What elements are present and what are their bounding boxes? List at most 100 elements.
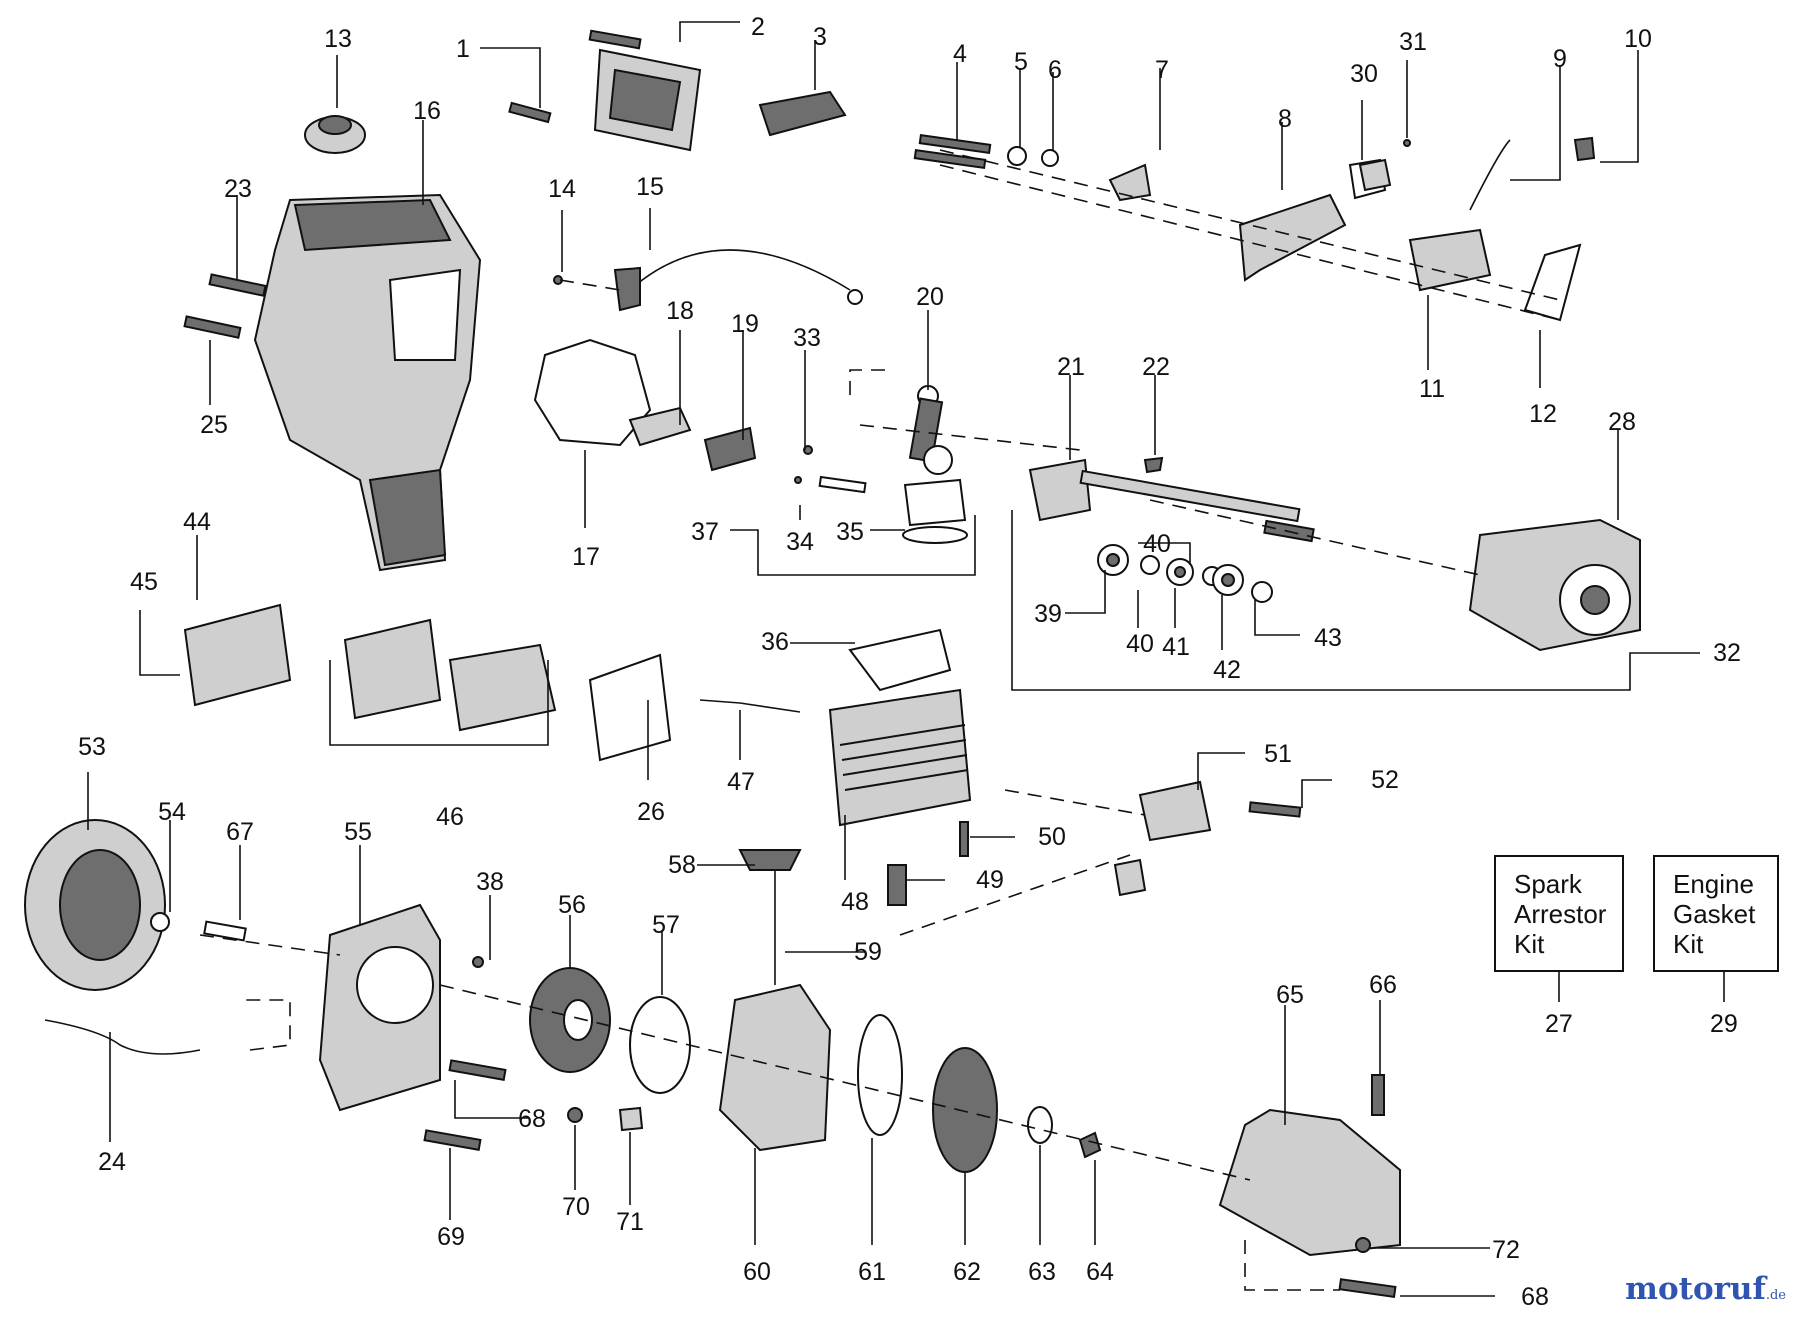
part-piston-pin [818, 475, 867, 494]
callout-55: 55 [344, 818, 372, 846]
part-fuel-cap [304, 115, 366, 154]
callout-13: 13 [324, 25, 352, 53]
leader-lines [87, 21, 1700, 1297]
callout-71: 71 [616, 1208, 644, 1236]
assembly-axes [199, 149, 1561, 1291]
callout-23: 23 [224, 175, 252, 203]
callout-19: 19 [731, 310, 759, 338]
part-nut-72 [1355, 1237, 1371, 1253]
part-carburetor-assembly [913, 134, 1596, 322]
callout-40a: 40 [1143, 530, 1171, 558]
callout-11: 11 [1419, 375, 1445, 403]
callout-41: 41 [1162, 633, 1190, 661]
spark-arrestor-kit-box: Spark Arrestor Kit [1494, 855, 1624, 972]
part-screw-50 [959, 821, 969, 857]
part-clamp [758, 90, 847, 137]
callout-18: 18 [666, 297, 694, 325]
part-starter-handle [738, 849, 802, 871]
part-washer-54 [150, 912, 170, 932]
callout-15: 15 [636, 173, 664, 201]
callout-45: 45 [130, 568, 158, 596]
callout-39: 39 [1034, 600, 1062, 628]
part-bolt-23 [208, 273, 267, 297]
engine-gasket-kit-line2: Gasket [1673, 899, 1756, 929]
callout-53: 53 [78, 733, 106, 761]
part-57 [629, 996, 691, 1094]
callout-60: 60 [743, 1258, 771, 1286]
part-spring [699, 699, 801, 713]
part-clutch [932, 1047, 998, 1173]
callout-6: 6 [1048, 56, 1062, 84]
callout-59: 59 [854, 938, 882, 966]
callout-3: 3 [813, 23, 827, 51]
callout-64: 64 [1086, 1258, 1114, 1286]
part-drive-housing [1218, 1108, 1401, 1257]
callout-33: 33 [793, 324, 821, 352]
part-19 [703, 426, 757, 472]
callout-43: 43 [1314, 624, 1342, 652]
callout-42: 42 [1213, 656, 1241, 684]
part-bearings [1097, 544, 1273, 603]
part-crankshaft [1028, 458, 1315, 543]
part-71 [618, 1106, 644, 1132]
callout-12: 12 [1529, 400, 1557, 428]
callout-24: 24 [98, 1148, 126, 1176]
part-shapes [24, 29, 1641, 1298]
callout-56: 56 [558, 891, 586, 919]
part-flywheel [24, 819, 166, 991]
callout-68b: 68 [1521, 1283, 1549, 1311]
watermark-logo: motoruf.de [1625, 1271, 1786, 1307]
part-bolt-68-lower [1338, 1278, 1397, 1298]
watermark-suffix: .de [1765, 1288, 1786, 1303]
callout-37: 37 [691, 518, 719, 546]
callout-1: 1 [456, 35, 470, 63]
part-cable [553, 249, 863, 312]
part-wire-24 [44, 1019, 201, 1055]
callout-38: 38 [476, 868, 504, 896]
callout-35: 35 [836, 518, 864, 546]
part-plug-boot [1113, 858, 1147, 897]
callout-9: 9 [1553, 45, 1567, 73]
part-31 [1403, 139, 1411, 147]
watermark-text: motoruf [1625, 1271, 1766, 1307]
callout-28: 28 [1608, 408, 1636, 436]
callout-2: 2 [751, 13, 765, 41]
callout-30: 30 [1350, 60, 1378, 88]
callout-21: 21 [1057, 353, 1085, 381]
part-cylinder [828, 688, 972, 827]
callout-4: 4 [953, 40, 967, 68]
part-crankcase [1468, 518, 1641, 652]
callout-40b: 40 [1126, 630, 1154, 658]
part-pulley [529, 967, 611, 1073]
part-screw-70 [567, 1107, 583, 1123]
part-30 [1358, 158, 1392, 192]
callout-25: 25 [200, 411, 228, 439]
part-plate-61 [857, 1014, 903, 1136]
part-bolts-52 [1248, 801, 1302, 818]
callout-46: 46 [436, 803, 464, 831]
part-piston [902, 478, 968, 544]
callout-7: 7 [1155, 56, 1169, 84]
callout-17: 17 [572, 543, 600, 571]
part-spark-plug [887, 864, 907, 906]
callout-50: 50 [1038, 823, 1066, 851]
part-air-filter-cover [508, 29, 702, 152]
part-nut [1078, 1131, 1102, 1159]
callout-34: 34 [786, 528, 814, 556]
part-33 [803, 445, 813, 455]
callout-48: 48 [841, 888, 869, 916]
engine-gasket-kit-line3: Kit [1673, 929, 1704, 959]
callout-31: 31 [1399, 28, 1427, 56]
part-connecting-rod [908, 385, 953, 475]
spark-arrestor-kit-line3: Kit [1514, 929, 1545, 959]
part-sleeve-67 [203, 920, 247, 942]
part-cylinder-gasket [848, 628, 952, 692]
part-washer-63 [1027, 1106, 1053, 1144]
callout-10: 10 [1624, 25, 1652, 53]
callout-66: 66 [1369, 971, 1397, 999]
callout-72: 72 [1492, 1236, 1520, 1264]
callout-49: 49 [976, 866, 1004, 894]
callout-5: 5 [1014, 48, 1028, 76]
callout-61: 61 [858, 1258, 886, 1286]
